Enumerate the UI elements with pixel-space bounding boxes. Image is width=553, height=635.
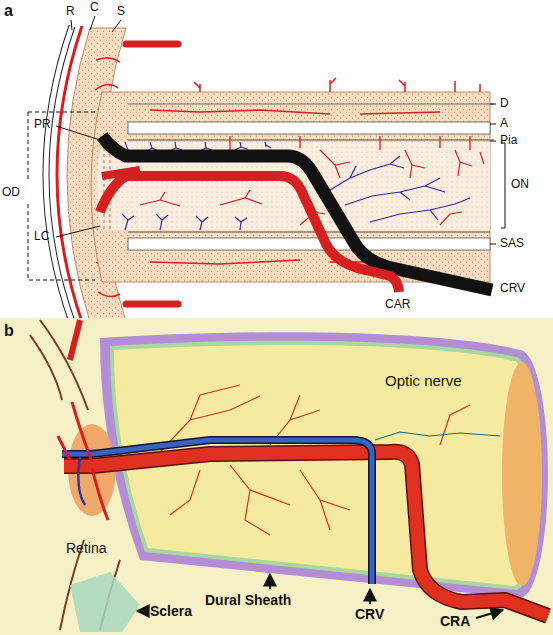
layer-label: D bbox=[500, 97, 509, 111]
ciliary-artery bbox=[126, 41, 178, 48]
vessel-label: CRA bbox=[440, 613, 470, 629]
panel-b-ground bbox=[0, 318, 553, 635]
vessel-label: CAR bbox=[385, 298, 410, 312]
structure-label: Dural Sheath bbox=[205, 592, 291, 608]
subarachnoid-space bbox=[128, 122, 490, 134]
structure-label: Optic nerve bbox=[385, 372, 462, 389]
vessel-label: CRV bbox=[500, 282, 525, 296]
layer-label: Pia bbox=[500, 134, 517, 148]
optic-nerve-body bbox=[114, 345, 534, 586]
sclera-shape bbox=[70, 572, 140, 632]
structure-label: PR bbox=[34, 118, 51, 132]
structure-label: LC bbox=[34, 230, 49, 244]
layer-label: A bbox=[500, 117, 508, 131]
vessel-label: CRV bbox=[355, 606, 384, 622]
central-retinal-artery bbox=[64, 452, 548, 616]
structure-label: Retina bbox=[66, 540, 106, 556]
central-retinal-vein bbox=[62, 440, 372, 584]
central-retinal-vein bbox=[102, 136, 492, 290]
structure-label: Sclera bbox=[150, 603, 192, 619]
panel-letter: b bbox=[4, 322, 14, 340]
eye-wall bbox=[40, 320, 88, 410]
panel-letter: a bbox=[4, 2, 13, 20]
layer-label: SAS bbox=[500, 237, 524, 251]
layer-label: R bbox=[66, 5, 75, 19]
nerve-cut-end bbox=[502, 362, 542, 586]
bracket-label: ON bbox=[511, 178, 529, 192]
layer-label: C bbox=[90, 1, 99, 15]
layer-label: S bbox=[117, 5, 125, 19]
optic-nerve-sheath bbox=[91, 92, 490, 282]
bracket-label: OD bbox=[2, 186, 20, 200]
central-retinal-artery bbox=[100, 176, 399, 292]
choroid-layer bbox=[57, 26, 82, 322]
